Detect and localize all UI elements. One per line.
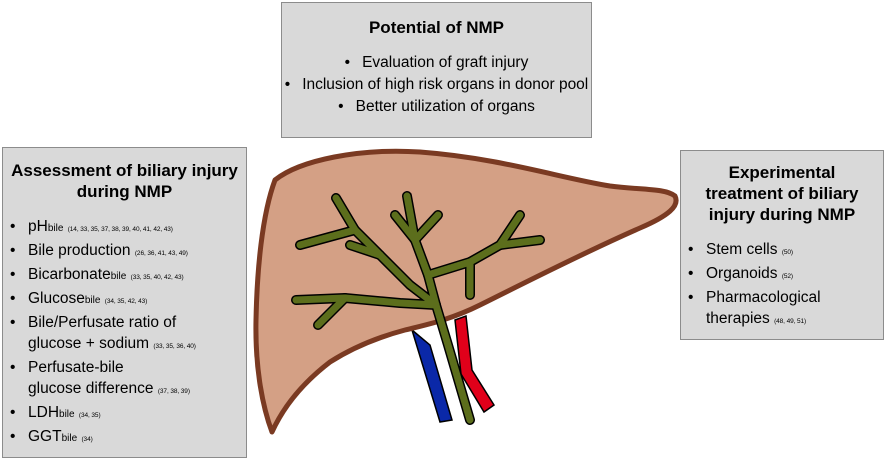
list-item: •Bile production (26, 36, 41, 43, 49) bbox=[10, 242, 188, 259]
bullet-icon: • bbox=[688, 265, 694, 282]
potential-list: •Evaluation of graft injury •Inclusion o… bbox=[282, 52, 591, 118]
list-item: •Organoids (52) bbox=[688, 265, 793, 282]
list-item: •Evaluation of graft injury bbox=[344, 54, 529, 71]
bullet-icon: • bbox=[688, 241, 694, 258]
experimental-title: Experimental treatment of biliary injury… bbox=[705, 163, 859, 224]
bullet-icon: • bbox=[284, 76, 291, 93]
bullet-icon: • bbox=[344, 54, 351, 71]
potential-box: Potential of NMP •Evaluation of graft in… bbox=[281, 2, 592, 138]
bullet-icon: • bbox=[10, 428, 16, 445]
list-item: •Better utilization of organs bbox=[338, 98, 535, 115]
list-item: •LDHbile (34, 35) bbox=[10, 404, 101, 421]
bile-duct-tree bbox=[291, 191, 545, 425]
bullet-icon: • bbox=[10, 404, 16, 421]
bullet-icon: • bbox=[10, 242, 16, 259]
bullet-icon: • bbox=[10, 314, 16, 331]
bullet-icon: • bbox=[688, 289, 694, 306]
list-item: •Inclusion of high risk organs in donor … bbox=[284, 76, 589, 93]
assessment-list: •pHbile (14, 33, 35, 37, 38, 39, 40, 41,… bbox=[6, 216, 246, 450]
bullet-icon: • bbox=[10, 290, 16, 307]
list-item: •GGTbile (34) bbox=[10, 428, 93, 445]
experimental-list: •Stem cells (50) •Organoids (52) •Pharma… bbox=[684, 239, 883, 332]
list-item: •Stem cells (50) bbox=[688, 241, 793, 258]
assessment-title: Assessment of biliary injury during NMP bbox=[11, 161, 238, 201]
potential-title: Potential of NMP bbox=[368, 18, 505, 37]
assessment-box: Assessment of biliary injury during NMP … bbox=[2, 147, 247, 458]
list-item: •pHbile (14, 33, 35, 37, 38, 39, 40, 41,… bbox=[10, 218, 173, 235]
list-item: •Bicarbonatebile (33, 35, 40, 42, 43) bbox=[10, 266, 184, 283]
bullet-icon: • bbox=[10, 218, 16, 235]
bullet-icon: • bbox=[10, 359, 16, 376]
experimental-box: Experimental treatment of biliary injury… bbox=[680, 150, 884, 340]
bullet-icon: • bbox=[338, 98, 344, 115]
bullet-icon: • bbox=[10, 266, 16, 283]
list-item: •Glucosebile (34, 35, 42, 43) bbox=[10, 290, 148, 307]
portal-vein bbox=[410, 327, 453, 423]
